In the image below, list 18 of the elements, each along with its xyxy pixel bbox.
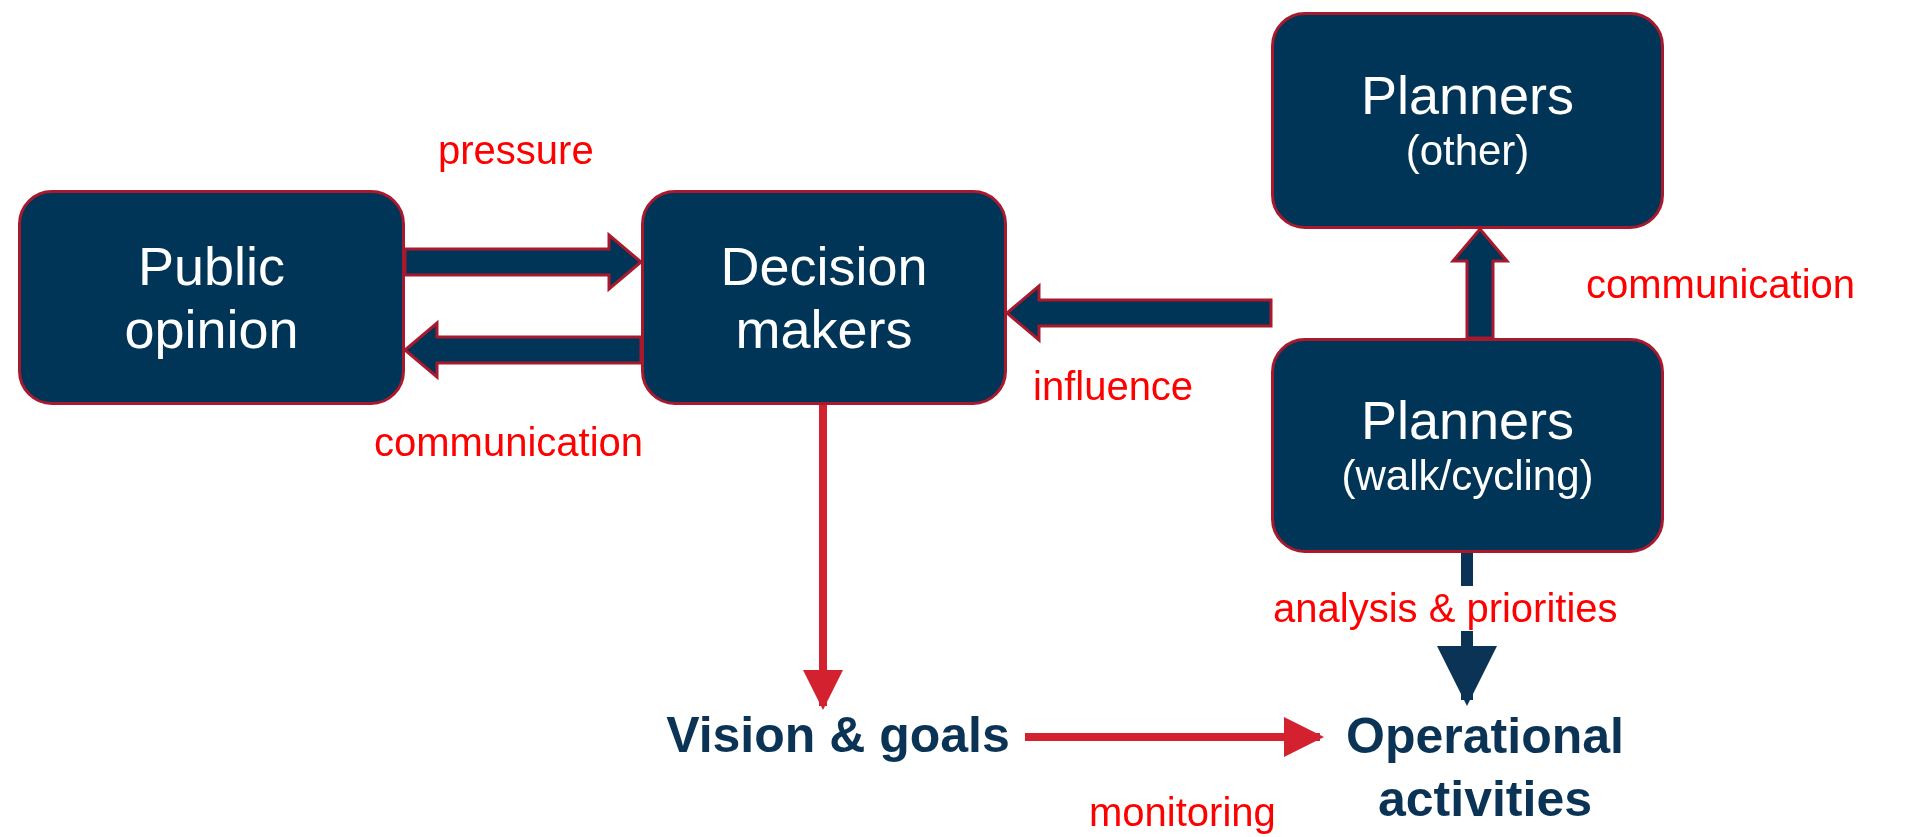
box-title: Public opinion: [123, 235, 300, 360]
rounded-box: [18, 190, 405, 405]
edge-label: analysis & priorities: [1271, 586, 1620, 631]
box-subtitle: (other): [1405, 126, 1530, 177]
box-title: Planners: [1360, 389, 1575, 452]
block-arrow: [402, 319, 643, 381]
box-title: Decision makers: [719, 235, 929, 360]
box-subtitle: (walk/cycling): [1341, 451, 1594, 502]
block-arrow: [1004, 282, 1273, 344]
bold-label: Vision & goals: [651, 706, 1025, 764]
rounded-box: [641, 190, 1007, 405]
arrow: [803, 405, 843, 710]
bold-label: Operational activities: [1320, 700, 1650, 835]
block-arrow: [1449, 226, 1511, 340]
block-arrow: [403, 231, 644, 293]
box-title: Planners: [1360, 64, 1575, 127]
rounded-box: [1271, 338, 1664, 553]
rounded-box: [1271, 12, 1664, 229]
